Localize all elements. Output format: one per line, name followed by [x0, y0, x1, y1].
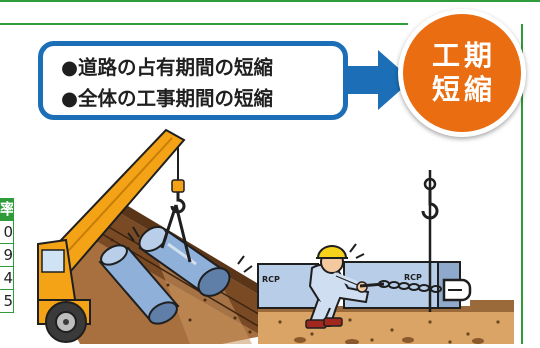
pipe-label-left: RCP	[262, 275, 280, 284]
crane-hook-icon	[170, 138, 186, 214]
left-scene	[37, 128, 272, 344]
table-fragment: 率 0 9 4 5	[0, 198, 14, 348]
pipe-label-right: RCP	[404, 273, 422, 282]
table-cell: 9	[0, 244, 14, 267]
benefits-callout: ●道路の占有期間の短縮 ●全体の工事期間の短縮	[38, 41, 348, 120]
pipe-in-trench	[98, 244, 180, 325]
schedule-reduction-badge: 工期 短縮	[398, 9, 526, 137]
badge-line-2: 短縮	[431, 73, 496, 106]
benefit-road-occupancy: ●道路の占有期間の短縮	[61, 56, 274, 79]
benefit-construction-period: ●全体の工事期間の短縮	[61, 87, 274, 110]
hoist-hook-icon	[421, 170, 439, 312]
table-header-cell: 率	[0, 198, 14, 221]
arrow-right-icon	[346, 50, 412, 110]
table-cell: 0	[0, 221, 14, 244]
jack-tool-icon	[442, 278, 472, 302]
table-cell: 4	[0, 267, 14, 290]
table-cell: 5	[0, 290, 14, 313]
right-scene: RCP RCP	[257, 170, 514, 344]
badge-line-1: 工期	[431, 39, 496, 72]
crane	[37, 128, 186, 343]
worker	[305, 245, 385, 329]
